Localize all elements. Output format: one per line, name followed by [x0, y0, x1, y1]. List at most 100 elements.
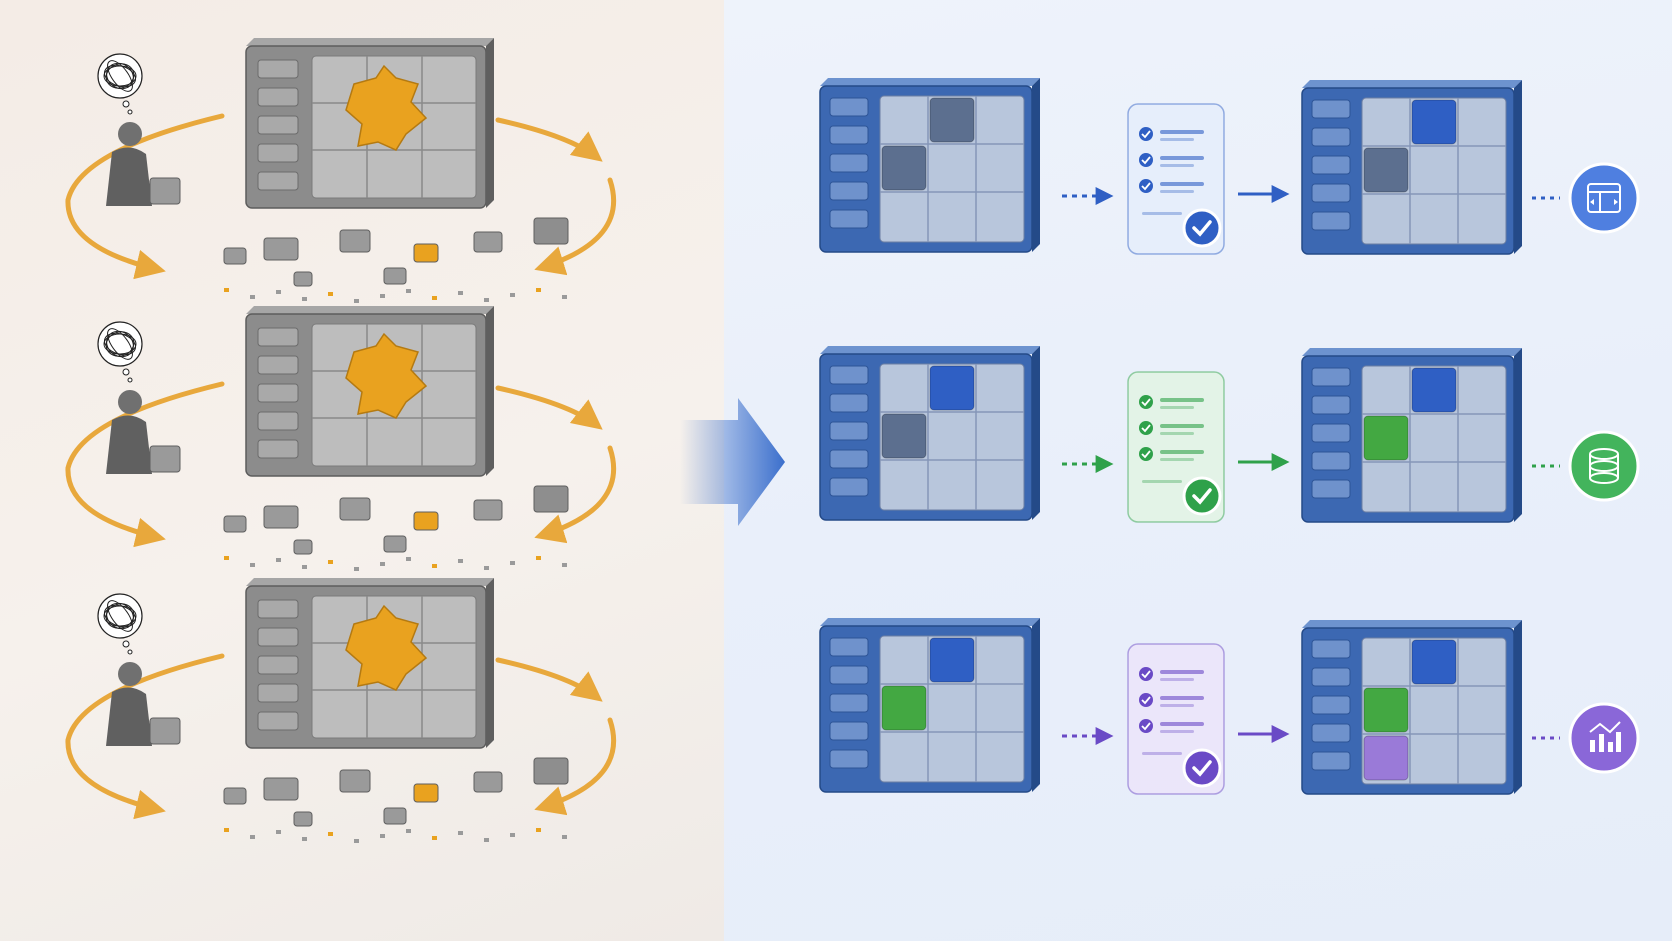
sidebar-slot — [1311, 723, 1351, 743]
sidebar-slot — [829, 153, 869, 173]
missing-piece-gap — [345, 604, 428, 691]
scattered-piece — [473, 771, 503, 793]
sidebar-slot — [257, 59, 299, 79]
puzzle-grid — [879, 363, 1025, 511]
scattered-piece — [293, 811, 313, 827]
missing-piece-gap — [345, 332, 428, 419]
sidebar-slot — [829, 125, 869, 145]
sidebar-slot — [829, 721, 869, 741]
person-head — [118, 122, 142, 146]
sidebar-slot — [257, 683, 299, 703]
row-1-group — [65, 38, 1640, 303]
puzzle-grid — [1361, 97, 1507, 245]
row-3-group — [65, 578, 1640, 843]
scattered-piece — [223, 247, 247, 265]
person-body — [106, 147, 152, 206]
placed-piece-blue — [1411, 367, 1457, 413]
puzzle-piece — [149, 177, 181, 205]
sidebar-slot — [257, 327, 299, 347]
sidebar-slot — [829, 181, 869, 201]
sidebar-slot — [1311, 183, 1351, 203]
check-bullet — [1139, 153, 1153, 167]
sidebar-slot — [257, 711, 299, 731]
scattered-piece — [413, 243, 439, 263]
transition-arrow — [680, 398, 785, 526]
placed-piece-blue — [929, 365, 975, 411]
check-bullet — [1139, 693, 1153, 707]
sidebar-slot — [829, 449, 869, 469]
sidebar-slot — [257, 171, 299, 191]
sidebar-slot — [1311, 751, 1351, 771]
approved-check-icon — [1182, 208, 1222, 248]
placed-piece-green — [881, 685, 927, 731]
placed-piece-green — [1363, 687, 1409, 733]
puzzle-grid — [879, 95, 1025, 243]
thought-bubble — [97, 53, 143, 99]
sidebar-slot — [1311, 695, 1351, 715]
puzzle-piece — [149, 717, 181, 745]
check-bullet — [1139, 127, 1153, 141]
placed-piece-blue — [1411, 639, 1457, 685]
thought-bubble — [97, 321, 143, 367]
scattered-piece — [339, 497, 371, 521]
approved-check-icon — [1182, 748, 1222, 788]
scattered-piece — [533, 485, 569, 513]
sidebar-slot — [257, 143, 299, 163]
cycle-arrow-right — [534, 445, 617, 544]
cycle-arrow-left — [65, 381, 225, 548]
sidebar-slot — [829, 97, 869, 117]
check-bullet — [1139, 179, 1153, 193]
placed-piece-blue — [929, 637, 975, 683]
check-bullet — [1139, 395, 1153, 409]
scattered-piece — [223, 787, 247, 805]
missing-piece-gap — [345, 64, 428, 151]
person-head — [118, 390, 142, 414]
check-bullet — [1139, 421, 1153, 435]
sidebar-slot — [1311, 451, 1351, 471]
sidebar-slot — [1311, 423, 1351, 443]
check-bullet — [1139, 719, 1153, 733]
scattered-piece — [339, 769, 371, 793]
scattered-piece — [223, 515, 247, 533]
empty-slot — [881, 413, 927, 459]
sidebar-slot — [829, 365, 869, 385]
cycle-arrow-top-right — [495, 657, 603, 702]
person-head — [118, 662, 142, 686]
sidebar-slot — [257, 411, 299, 431]
scattered-piece — [383, 535, 407, 553]
scattered-piece — [533, 757, 569, 785]
scattered-piece — [533, 217, 569, 245]
check-bullet — [1139, 447, 1153, 461]
placed-piece-blue — [1411, 99, 1457, 145]
sidebar-slot — [829, 209, 869, 229]
puzzle-grid — [879, 635, 1025, 783]
sidebar-slot — [1311, 667, 1351, 687]
cycle-arrow-top-right — [495, 117, 603, 162]
puzzle-piece — [149, 445, 181, 473]
sidebar-slot — [257, 655, 299, 675]
sidebar-slot — [257, 87, 299, 107]
sidebar-slot — [1311, 99, 1351, 119]
row-2-group — [65, 306, 1640, 571]
sidebar-slot — [257, 383, 299, 403]
sidebar-slot — [1311, 395, 1351, 415]
placed-piece-green — [1363, 415, 1409, 461]
empty-slot — [1363, 147, 1409, 193]
person-body — [106, 415, 152, 474]
scattered-piece — [473, 499, 503, 521]
scattered-piece — [339, 229, 371, 253]
api-panel-icon — [1568, 162, 1640, 234]
empty-slot — [881, 145, 927, 191]
sidebar-slot — [257, 439, 299, 459]
scattered-piece — [473, 231, 503, 253]
cycle-arrow-left — [65, 113, 225, 280]
scattered-piece — [383, 807, 407, 825]
sidebar-slot — [1311, 155, 1351, 175]
cycle-arrow-right — [534, 717, 617, 816]
sidebar-slot — [257, 627, 299, 647]
cycle-arrow-left — [65, 653, 225, 820]
sidebar-slot — [829, 693, 869, 713]
sidebar-slot — [1311, 127, 1351, 147]
